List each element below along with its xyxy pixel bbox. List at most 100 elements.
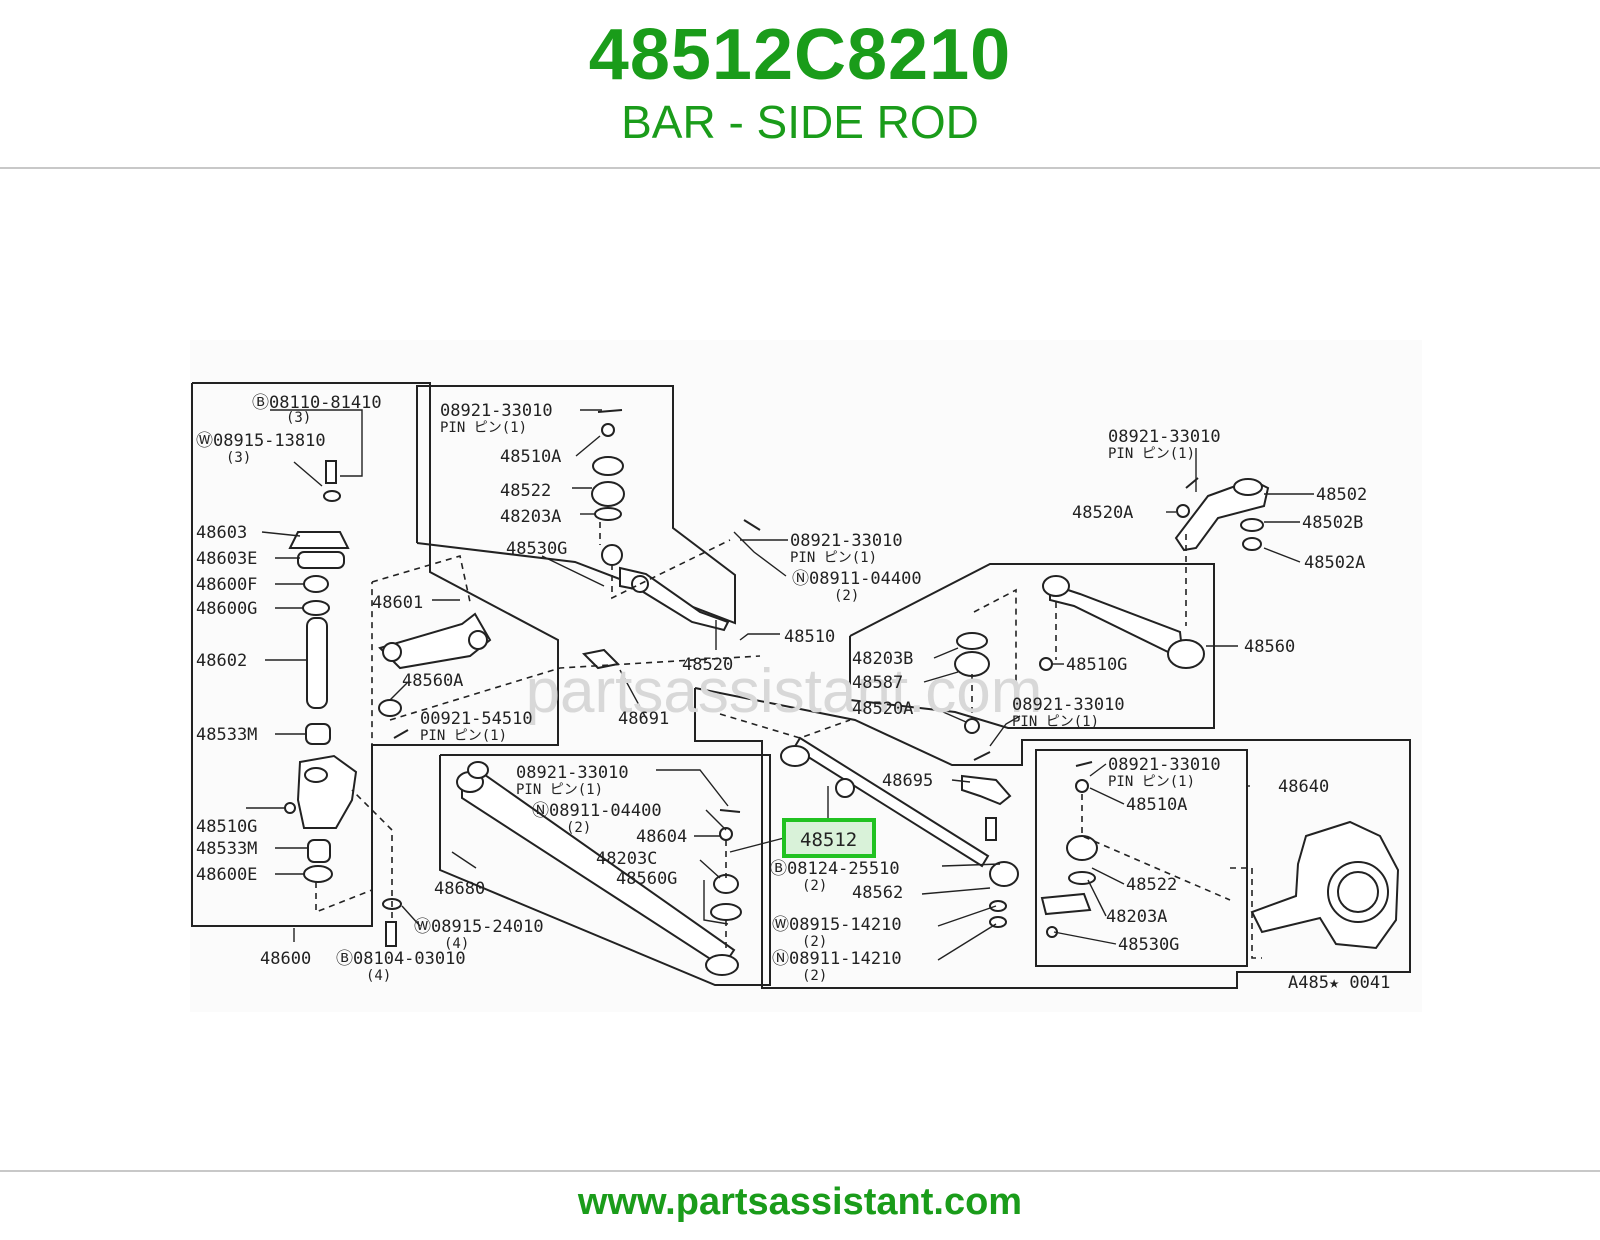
label-highlighted-48512[interactable]: 48512 xyxy=(800,829,857,851)
pitman-arm-spline xyxy=(1233,478,1263,496)
dash-center xyxy=(389,655,761,721)
label-33: 48520 xyxy=(682,655,733,675)
boot-48522-lower-shape xyxy=(591,481,625,507)
label-56: 48695 xyxy=(882,771,933,791)
box-pitman-group xyxy=(849,563,1215,729)
label-4: 48603 xyxy=(196,523,247,543)
footer-divider xyxy=(0,1170,1600,1172)
label-57: Ⓑ08124-25510 xyxy=(770,859,900,879)
label-37: Ⓝ08911-04400 xyxy=(532,801,662,821)
label-26: 00921-54510 xyxy=(420,709,533,729)
shaft-48602-shape xyxy=(306,617,328,709)
label-2: Ⓦ08915-13810 xyxy=(196,431,326,451)
label-58: (2) xyxy=(802,878,827,894)
label-14: Ⓑ08104-03010 xyxy=(336,949,466,969)
label-21: 48522 xyxy=(500,481,551,501)
box-tie-rod-end-group xyxy=(1035,749,1248,967)
label-60: Ⓦ08915-14210 xyxy=(772,915,902,935)
label-62: Ⓝ08911-14210 xyxy=(772,949,902,969)
label-50: 48203B xyxy=(852,649,913,669)
label-64: 08921-33010 xyxy=(1108,755,1221,775)
idler-body-hole xyxy=(304,767,328,783)
label-36: PIN ピン(1) xyxy=(516,782,603,798)
dash-knuckle xyxy=(1230,867,1262,959)
gasket-48603E-shape xyxy=(297,551,345,569)
label-8: 48602 xyxy=(196,651,247,671)
label-59: 48562 xyxy=(852,883,903,903)
nut-48520A-shape xyxy=(1176,504,1190,518)
label-15: (4) xyxy=(366,968,391,984)
label-29: PIN ピン(1) xyxy=(790,550,877,566)
bushing-48533M-shape xyxy=(305,723,331,745)
label-31: (2) xyxy=(834,588,859,604)
label-7: 48600G xyxy=(196,599,257,619)
label-11: 48533M xyxy=(196,839,257,859)
diagram-labels: Ⓑ08110-81410 (3) Ⓦ08915-13810 (3) 48603 … xyxy=(196,393,1390,993)
ring-48560G-shape xyxy=(710,903,742,921)
label-65: PIN ピン(1) xyxy=(1108,774,1195,790)
label-28: 08921-33010 xyxy=(790,531,903,551)
label-51: 48587 xyxy=(852,673,903,693)
label-43: 08921-33010 xyxy=(1108,427,1221,447)
label-39: 48604 xyxy=(636,827,687,847)
nut-48502A-shape xyxy=(1242,537,1262,551)
label-66: 48640 xyxy=(1278,777,1329,797)
label-18: 08921-33010 xyxy=(440,401,553,421)
label-46: 48502 xyxy=(1316,485,1367,505)
label-45: 48520A xyxy=(1072,503,1133,523)
washer-shape xyxy=(323,490,341,502)
idler-arm-end xyxy=(382,642,402,662)
nut-48510A-right-shape xyxy=(1075,779,1089,793)
pin-drag xyxy=(719,809,741,813)
box-drag-link-group xyxy=(439,754,771,986)
label-47: 48502B xyxy=(1302,513,1363,533)
bracket-48695-shape xyxy=(961,774,1012,806)
dash-pitman xyxy=(973,588,1017,704)
label-23: 48530G xyxy=(506,539,567,559)
part-name-subtitle: BAR - SIDE ROD xyxy=(621,96,979,148)
label-24: 48601 xyxy=(372,593,423,613)
dashed-lines xyxy=(315,522,1262,959)
highlight-box-48512 xyxy=(782,818,876,858)
dash-idler xyxy=(315,582,373,914)
group-boxes xyxy=(191,382,1411,989)
label-30: Ⓝ08911-04400 xyxy=(792,569,922,589)
label-32: 48510 xyxy=(784,627,835,647)
box-idler-arm-group xyxy=(191,382,559,927)
header-divider xyxy=(0,167,1600,169)
pin-mid xyxy=(743,519,761,531)
label-69: 48203A xyxy=(1106,907,1167,927)
bolt-08104-shape xyxy=(385,921,397,947)
nut-48560A-shape xyxy=(378,699,402,717)
bushing-lower-shape xyxy=(307,839,331,863)
leader-lines xyxy=(246,409,1314,961)
label-12: 48600E xyxy=(196,865,257,885)
bracket-48603-shape xyxy=(288,531,350,549)
clip-48203A-right-shape xyxy=(1068,871,1096,885)
label-22: 48203A xyxy=(500,507,561,527)
part-number-title: 48512C8210 xyxy=(588,15,1012,95)
label-49: 48560 xyxy=(1244,637,1295,657)
bolt-shape xyxy=(325,460,337,484)
idler-arm-48601-shape xyxy=(378,612,492,670)
boot-48522-shape xyxy=(592,456,624,476)
label-25: 48560A xyxy=(402,671,463,691)
label-38: (2) xyxy=(566,820,591,836)
ball-joint-48530G-shape xyxy=(601,544,623,566)
label-68: 48522 xyxy=(1126,875,1177,895)
label-13: 48600 xyxy=(260,949,311,969)
label-17: (4) xyxy=(444,936,469,952)
label-41: 48560G xyxy=(616,869,677,889)
label-44: PIN ピン(1) xyxy=(1108,446,1195,462)
clamp-48562-shape xyxy=(989,861,1019,887)
seal-48600G-shape xyxy=(302,600,330,616)
diagram-reference-code: A485★ 0041 xyxy=(1288,973,1390,993)
watermark-text: partsassistant.com xyxy=(526,657,1043,726)
footer-website[interactable]: www.partsassistant.com xyxy=(577,1181,1023,1223)
label-35: 08921-33010 xyxy=(516,763,629,783)
pin-lower xyxy=(973,751,991,761)
label-55: PIN ピン(1) xyxy=(1012,714,1099,730)
dash-bolt xyxy=(351,789,393,918)
washer-08915-14210-shape xyxy=(989,900,1007,912)
